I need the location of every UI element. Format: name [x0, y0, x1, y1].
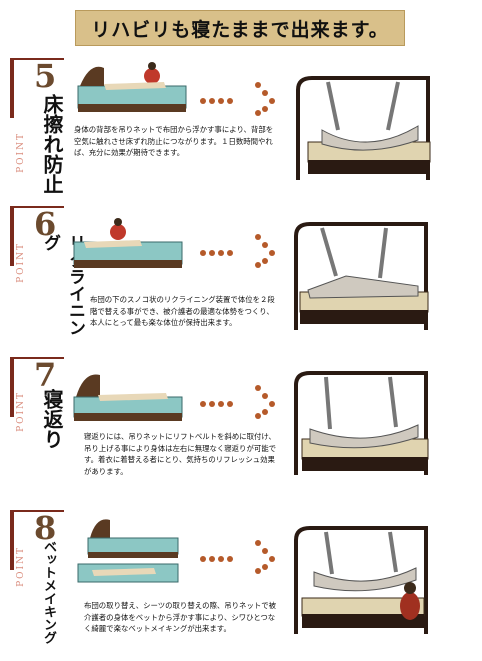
section-6: 6 POINT リクライニング 布団の下のスノコ状のリクライニング装置で体位を２… — [0, 202, 482, 350]
illustration-lift-bed — [294, 222, 429, 330]
point-label: POINT — [16, 132, 26, 173]
section-description: 布団の取り替え、シーツの取り替えの際、吊りネットで被介護者の身体をベットから浮か… — [84, 601, 277, 633]
section-description: 布団の下のスノコ状のリクライニング装置で体位を２段階で替える事ができ、被介護者の… — [90, 295, 275, 327]
section-7: 7 POINT 寝返り 寝返りには、吊りネットにリフトベルトを斜めに取付け、吊り… — [0, 353, 482, 503]
section-5: 5 POINT 床擦れ防止 身体の背部を吊りネットで布団から浮かす事により、背部… — [0, 52, 482, 200]
illustration-bed-lying — [73, 218, 183, 268]
page-title: リハビリも寝たままで出来ます。 — [91, 18, 389, 41]
point-number: 5 — [34, 57, 57, 95]
illustration-bed-lying — [73, 374, 183, 421]
point-label: POINT — [16, 391, 26, 432]
illustration-lift-bed — [296, 76, 431, 180]
point-number: 6 — [34, 205, 57, 243]
arrow-dots — [200, 230, 280, 268]
point-label: POINT — [16, 242, 26, 283]
illustration-lift-bed — [294, 526, 428, 634]
point-number: 8 — [34, 509, 57, 547]
arrow-dots — [200, 80, 280, 116]
page-title-banner: リハビリも寝たままで出来ます。 — [75, 10, 405, 46]
section-title: ベットメイキング — [41, 540, 56, 644]
point-label: POINT — [16, 546, 26, 587]
section-8: 8 POINT ベットメイキング 布団の取り替え、シーツの取り替えの際、吊りネッ… — [0, 506, 482, 656]
arrow-dots — [200, 381, 280, 419]
illustration-bed-lying — [77, 519, 179, 583]
section-title: 床擦れ防止 — [40, 94, 64, 194]
arrow-dots — [200, 536, 280, 574]
illustration-lift-bed — [294, 371, 429, 475]
section-title: 寝返り — [40, 389, 64, 449]
section-description: 寝返りには、吊りネットにリフトベルトを斜めに取付け、吊り上げる事により身体は左右… — [84, 432, 277, 476]
illustration-bed-lying — [77, 62, 187, 112]
point-number: 7 — [34, 356, 57, 394]
section-description: 身体の背部を吊りネットで布団から浮かす事により、背部を空気に触れさせ床ずれ防止に… — [74, 125, 274, 157]
